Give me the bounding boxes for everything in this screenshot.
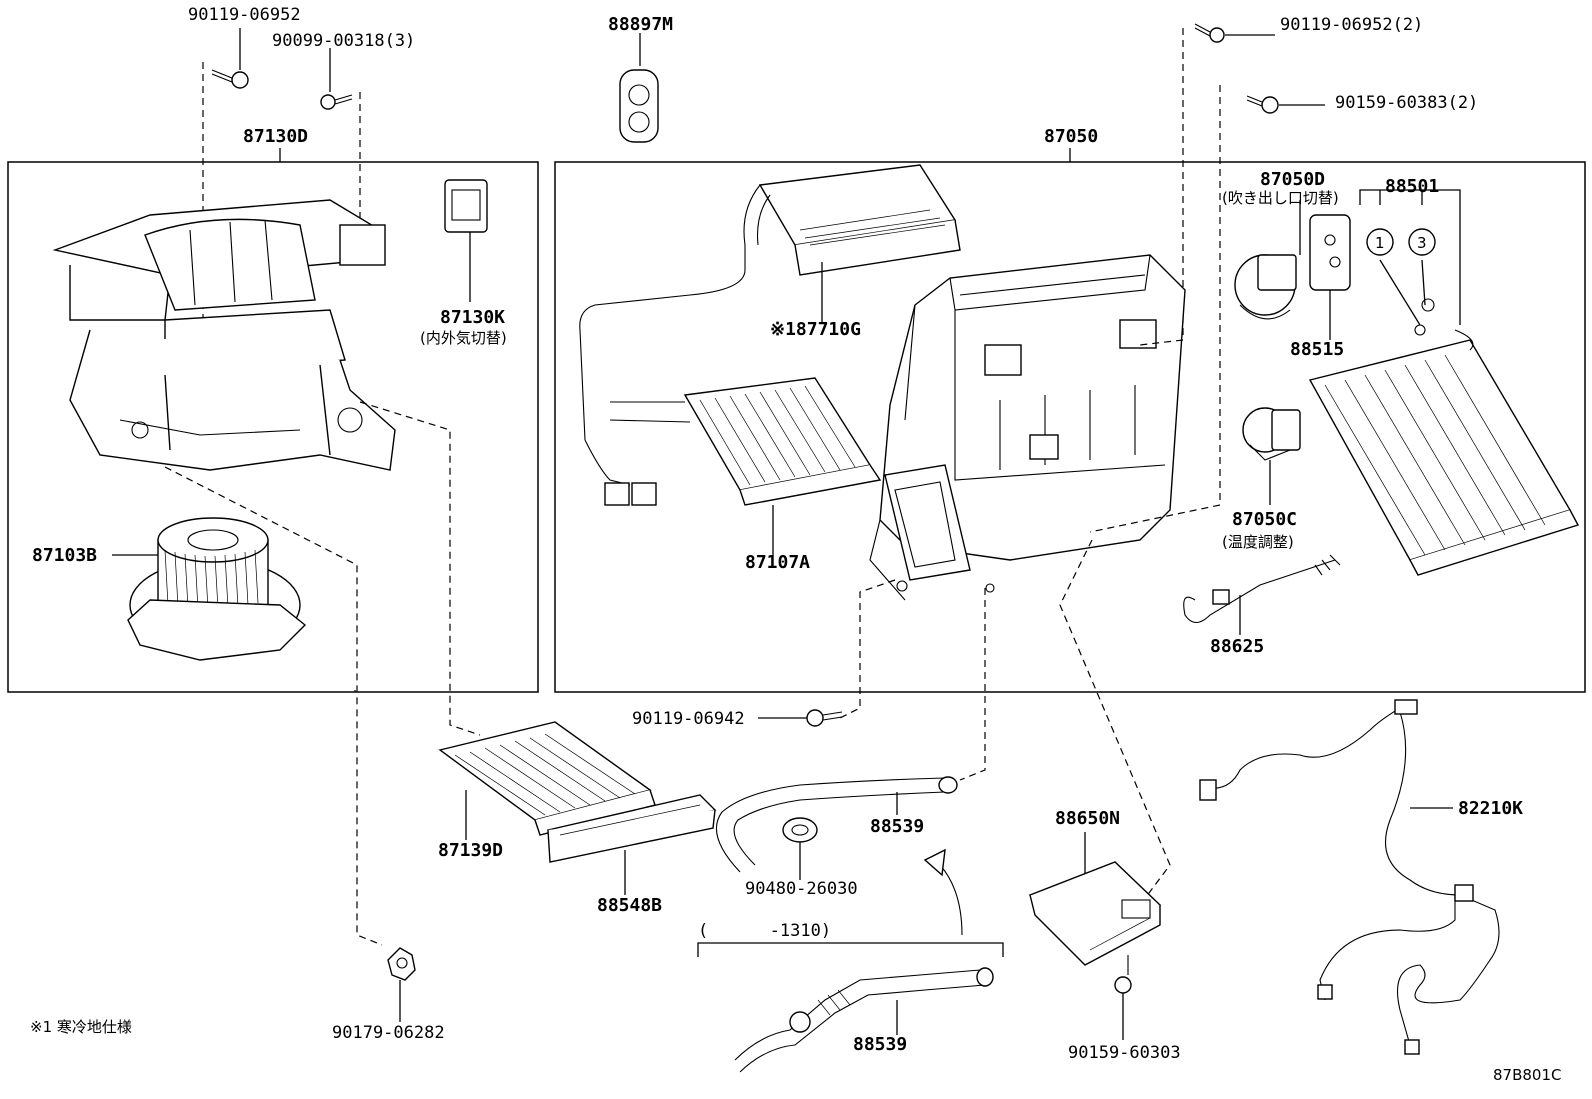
sensor-88625-icon [1183, 554, 1341, 635]
label-88650N: 88650N [1055, 808, 1120, 829]
label-90159-60383: 90159-60383(2) [1335, 93, 1478, 113]
label-90099-00318: 90099-00318(3) [272, 31, 415, 51]
screw-90159-60383-icon [1246, 95, 1325, 114]
blower-housing-drawing [52, 199, 396, 471]
label-87050D-note: (吹き出し口切替) [1222, 189, 1339, 207]
label-90480-26030: 90480-26030 [745, 879, 858, 899]
label-88897M: 88897M [608, 14, 673, 35]
label-88625: 88625 [1210, 636, 1264, 657]
label-87139D: 87139D [438, 840, 503, 861]
actuator-87130K-icon [444, 179, 488, 302]
filter-88548B-icon [546, 794, 717, 895]
evaporator-88501-icon [1308, 189, 1580, 576]
label-87050C-note: (温度調整) [1222, 533, 1294, 551]
label-87130D: 87130D [243, 126, 308, 147]
label-90119-06952-2: 90119-06952(2) [1280, 15, 1423, 35]
label-87050C: 87050C [1232, 509, 1297, 530]
amplifier-88650N-icon [1028, 832, 1162, 966]
label-88501-circle-1: 1 [1375, 234, 1385, 252]
arrow-up-icon [923, 848, 963, 936]
valve-88515-icon [1309, 214, 1351, 340]
label-87710G: ※187710G [770, 319, 861, 340]
label-87050: 87050 [1044, 126, 1098, 147]
grommet-88897M-icon [619, 33, 659, 143]
wiring-harness-82210K-icon [1199, 699, 1500, 1055]
hvac-unit-87050-drawing [869, 254, 1186, 601]
blower-group-box [7, 161, 539, 693]
label-87103B: 87103B [32, 545, 97, 566]
label-88501: 88501 [1385, 176, 1439, 197]
range-bracket [697, 942, 1004, 957]
servo-87050C-icon [1242, 407, 1301, 505]
label-90119-06952: 90119-06952 [188, 5, 301, 25]
screw-90159-60303-icon [1114, 955, 1132, 1040]
label-90159-60303: 90159-60303 [1068, 1043, 1181, 1063]
diagram-id: 87B801C [1493, 1066, 1561, 1084]
blower-motor-87103B-icon [112, 517, 307, 661]
label-88501-circle-3: 3 [1417, 234, 1427, 252]
screw-90119-06942-icon [758, 709, 843, 727]
screw-90099-00318-icon [320, 48, 353, 110]
label-82210K: 82210K [1458, 798, 1523, 819]
label-88539-b: 88539 [853, 1034, 907, 1055]
screw-90119-06952-icon [211, 28, 249, 89]
label-88548B: 88548B [597, 895, 662, 916]
nut-90179-06282-icon [387, 947, 416, 1022]
label-88539-a: 88539 [870, 816, 924, 837]
servo-87050D-icon [1234, 200, 1301, 320]
label-87130K: 87130K [440, 307, 505, 328]
label-87050D: 87050D [1260, 169, 1325, 190]
grommet-90480-26030-icon [782, 817, 818, 880]
heater-core-87107A-icon [584, 377, 882, 555]
label-90119-06942: 90119-06942 [632, 709, 745, 729]
label-87130K-note: (内外気切替) [420, 329, 507, 347]
label-90179-06282: 90179-06282 [332, 1023, 445, 1043]
hose-88539-a-icon [715, 776, 958, 873]
screw-90119-06952-2-icon [1194, 23, 1275, 43]
footnote: ※1 寒冷地仕様 [30, 1018, 132, 1036]
hose-88539-b-icon [734, 967, 994, 1073]
label-range: ( -1310) [698, 921, 831, 941]
heater-core-87710G-icon [579, 164, 961, 441]
label-87107A: 87107A [745, 552, 810, 573]
label-88515: 88515 [1290, 339, 1344, 360]
